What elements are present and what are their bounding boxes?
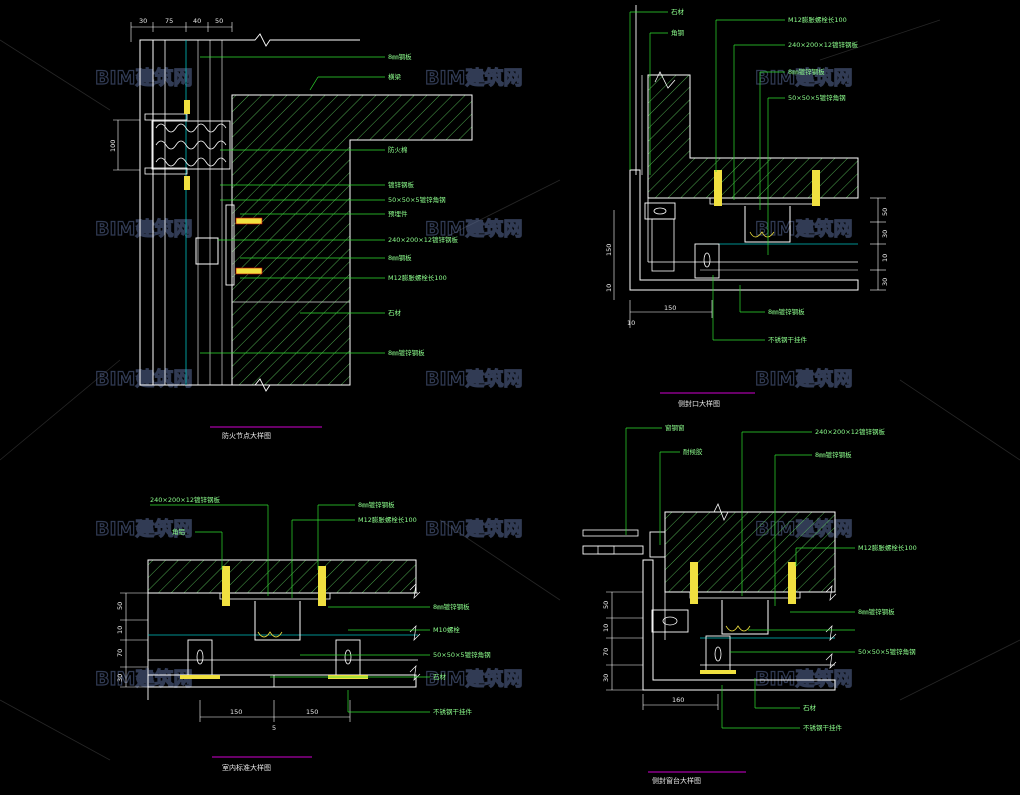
dim-label: 10: [116, 626, 124, 634]
dim-label: 150: [306, 708, 318, 716]
callout-label: 石材: [803, 703, 817, 712]
detail-interior-standard: 50 10 70 30 150 150 5 240×200×12镀锌钢板 角铝 …: [116, 495, 491, 772]
dim-label: 40: [193, 17, 201, 25]
dim-label: 30: [881, 278, 889, 286]
callout-label: 耐候胶: [683, 447, 703, 456]
detail-title: 室内标准大样图: [222, 763, 271, 772]
callout-label: 240×200×12镀锌钢板: [815, 427, 885, 436]
watermark: BIM建筑网: [425, 667, 522, 690]
dim-label: 75: [165, 17, 173, 25]
watermark: BIM建筑网: [755, 217, 852, 240]
watermark: BIM建筑网: [425, 517, 522, 540]
detail-side-closure: 50 30 10 30 150 10 150 10 石材 角钢 M12膨胀螺栓长…: [605, 5, 889, 408]
dim-label: 30: [602, 674, 610, 682]
callout-label: 8㎜钢板: [388, 253, 412, 262]
callout-label: 8㎜镀锌钢板: [788, 67, 825, 76]
callout-label: 240×200×12镀锌钢板: [388, 235, 458, 244]
callout-label: M12膨胀螺栓长100: [858, 543, 917, 552]
dim-label: 100: [109, 140, 117, 152]
dim-label: 10: [627, 319, 635, 327]
callout-label: 8㎜镀锌钢板: [433, 602, 470, 611]
callout-label: 横梁: [388, 72, 402, 81]
callout-label: M12膨胀螺栓长100: [788, 15, 847, 24]
callout-label: 窗钢窗: [665, 423, 685, 432]
dim-label: 50: [881, 208, 889, 216]
watermark-group: BIM建筑网 BIM建筑网 BIM建筑网 BIM建筑网 BIM建筑网 BIM建筑…: [94, 65, 853, 690]
detail-title: 防火节点大样图: [222, 431, 271, 440]
callout-label: 石材: [388, 308, 402, 317]
callout-label: 8㎜镀锌钢板: [388, 348, 425, 357]
dim-label: 30: [116, 674, 124, 682]
callout-label: 不锈钢干挂件: [433, 707, 473, 716]
callout-label: 240×200×12镀锌钢板: [788, 40, 858, 49]
dim-label: 50: [602, 601, 610, 609]
callout-label: 镀锌钢板: [388, 180, 415, 189]
watermark: BIM建筑网: [95, 517, 192, 540]
dim-label: 50: [215, 17, 223, 25]
callout-label: 50×50×5镀锌角钢: [388, 195, 446, 204]
callout-label: 8㎜镀锌钢板: [815, 450, 852, 459]
detail-fire-stop: 30 75 40 50 100: [109, 17, 473, 440]
callout-label: 角钢: [671, 28, 685, 37]
callout-label: 50×50×5镀锌角钢: [858, 647, 916, 656]
dim-label: 10: [602, 624, 610, 632]
callout-label: 预埋件: [388, 209, 408, 218]
dim-label: 50: [116, 602, 124, 610]
callout-label: M12膨胀螺栓长100: [358, 515, 417, 524]
callout-label: 不锈钢干挂件: [768, 335, 808, 344]
watermark: BIM建筑网: [755, 667, 852, 690]
detail-title: 侧封口大样图: [678, 399, 720, 408]
watermark: BIM建筑网: [95, 367, 192, 390]
watermark: BIM建筑网: [95, 217, 192, 240]
callout-label: 8㎜镀锌钢板: [358, 500, 395, 509]
callout-label: 石材: [671, 7, 685, 16]
callout-label: M10螺栓: [433, 625, 460, 634]
dim-label: 70: [602, 648, 610, 656]
watermark: BIM建筑网: [755, 367, 852, 390]
dim-label: 150: [230, 708, 242, 716]
callout-label: 8㎜镀锌钢板: [858, 607, 895, 616]
background-guides: [0, 19, 1020, 761]
watermark: BIM建筑网: [755, 66, 852, 89]
callout-label: M12膨胀螺栓长100: [388, 273, 447, 282]
callout-label: 50×50×5镀锌角钢: [788, 93, 846, 102]
callout-label: 石材: [433, 672, 447, 681]
callout-label: 防火棉: [388, 145, 408, 154]
dim-label: 10: [881, 254, 889, 262]
detail-title: 侧封窗台大样图: [652, 776, 701, 785]
watermark: BIM建筑网: [425, 217, 522, 240]
dim-label: 150: [605, 244, 613, 256]
callout-label: 240×200×12镀锌钢板: [150, 495, 220, 504]
callout-label: 8㎜镀锌钢板: [768, 307, 805, 316]
dim-label: 30: [139, 17, 147, 25]
callout-label: 不锈钢干挂件: [803, 723, 843, 732]
watermark: BIM建筑网: [95, 66, 192, 89]
dim-label: 70: [116, 649, 124, 657]
callout-label: 50×50×5镀锌角钢: [433, 650, 491, 659]
callout-label: 8㎜钢板: [388, 52, 412, 61]
watermark: BIM建筑网: [425, 367, 522, 390]
watermark: BIM建筑网: [425, 66, 522, 89]
dim-label: 160: [672, 696, 684, 704]
callout-label: 角铝: [172, 527, 185, 536]
dim-label: 10: [605, 284, 613, 292]
dim-label: 5: [272, 724, 276, 732]
detail-side-windowsill: 50 10 70 30 160 窗钢窗 耐候胶 240×200×12镀锌钢板 8…: [582, 423, 917, 785]
dim-label: 30: [881, 230, 889, 238]
dim-label: 150: [664, 304, 676, 312]
